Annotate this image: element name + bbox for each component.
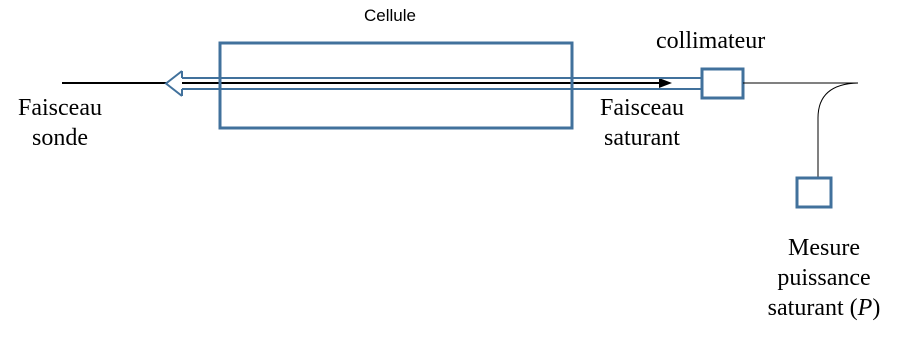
cell-box (218, 41, 574, 130)
power-measurement-prefix: saturant ( (767, 295, 858, 321)
power-meter-box (795, 176, 833, 209)
probe-beam-label: Faisceau sonde (6, 93, 114, 153)
power-measurement-label-line1: Mesure (788, 235, 860, 261)
fiber-line (743, 82, 859, 178)
probe-beam-label-line1: Faisceau (18, 95, 102, 121)
power-symbol: P (857, 295, 873, 321)
power-measurement-label-line2: puissance (777, 265, 871, 291)
saturating-beam-label-line1: Faisceau (600, 95, 684, 121)
cell-label: Cellule (364, 6, 416, 25)
saturating-beam-label: Faisceau saturant (588, 93, 696, 153)
probe-beam-arrowhead (164, 70, 183, 97)
saturating-beam-label-line2: saturant (604, 125, 680, 151)
power-measurement-suffix: ) (872, 295, 881, 321)
collimator-label: collimateur (656, 28, 766, 54)
probe-beam-label-line2: sonde (32, 125, 88, 151)
collimator-box (700, 67, 745, 100)
power-measurement-label: Mesure puissance saturant (P) (752, 233, 896, 323)
saturating-beam-arrowhead (659, 78, 672, 88)
power-measurement-label-line3: saturant (P) (752, 293, 896, 323)
